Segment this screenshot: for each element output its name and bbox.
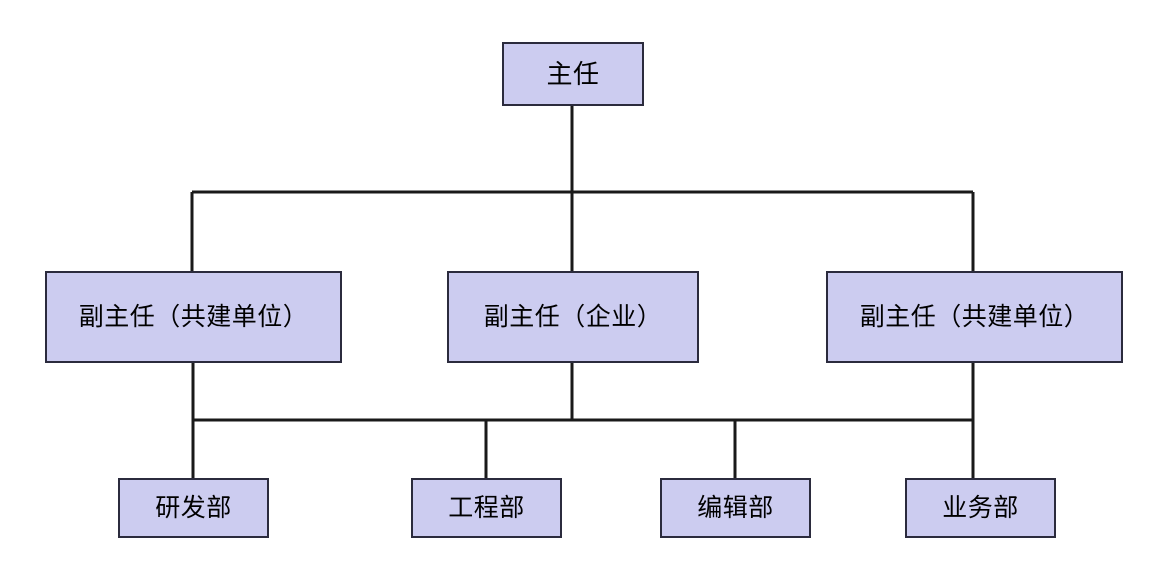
- node-deputy-director-joint-unit-right[interactable]: 副主任（共建单位）: [826, 271, 1123, 363]
- node-department-engineering[interactable]: 工程部: [411, 478, 562, 538]
- node-label: 研发部: [155, 493, 232, 522]
- node-label: 工程部: [448, 493, 525, 522]
- node-label: 副主任（共建单位）: [859, 302, 1090, 331]
- node-department-rd[interactable]: 研发部: [118, 478, 269, 538]
- node-director[interactable]: 主任: [502, 42, 644, 106]
- node-label: 业务部: [942, 493, 1019, 522]
- node-label: 主任: [546, 59, 600, 89]
- node-deputy-director-joint-unit-left[interactable]: 副主任（共建单位）: [45, 271, 342, 363]
- node-label: 副主任（共建单位）: [78, 302, 309, 331]
- node-department-editorial[interactable]: 编辑部: [660, 478, 811, 538]
- node-label: 副主任（企业）: [483, 302, 663, 331]
- node-label: 编辑部: [697, 493, 774, 522]
- node-deputy-director-enterprise[interactable]: 副主任（企业）: [447, 271, 699, 363]
- node-department-business[interactable]: 业务部: [905, 478, 1056, 538]
